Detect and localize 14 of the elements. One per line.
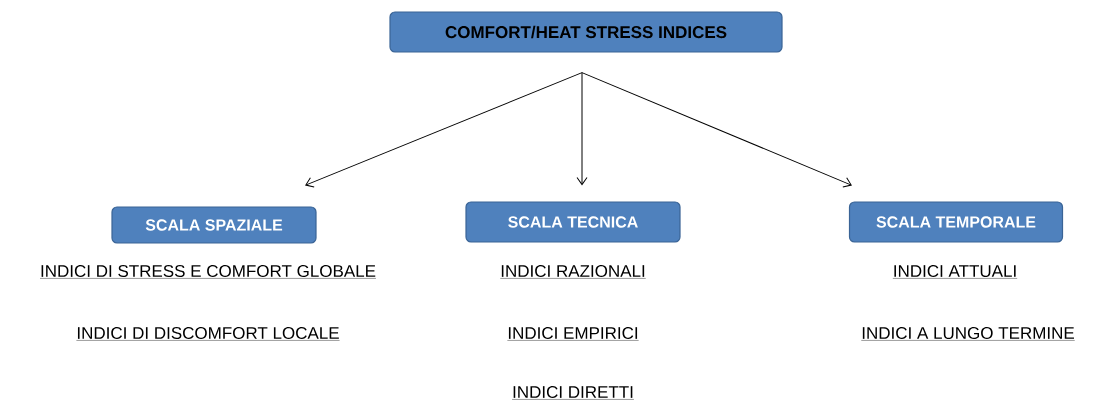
- arrow: [581, 72, 852, 188]
- index-link: INDICI DIRETTI: [511, 386, 635, 400]
- index-link: INDICI DI DISCOMFORT LOCALE: [76, 327, 340, 341]
- category-box: SCALA TEMPORALE: [848, 201, 1064, 243]
- category-box: SCALA SPAZIALE: [111, 206, 317, 244]
- title-box: COMFORT/HEAT STRESS INDICES: [389, 11, 783, 53]
- index-link: INDICI DI STRESS E COMFORT GLOBALE: [39, 265, 377, 279]
- arrow: [305, 72, 583, 188]
- index-link: INDICI A LUNGO TERMINE: [861, 327, 1075, 341]
- index-link: INDICI RAZIONALI: [500, 265, 646, 279]
- index-link: INDICI EMPIRICI: [507, 327, 639, 341]
- category-box: SCALA TECNICA: [465, 201, 681, 243]
- index-link: INDICI ATTUALI: [892, 265, 1018, 279]
- arrow: [576, 72, 588, 186]
